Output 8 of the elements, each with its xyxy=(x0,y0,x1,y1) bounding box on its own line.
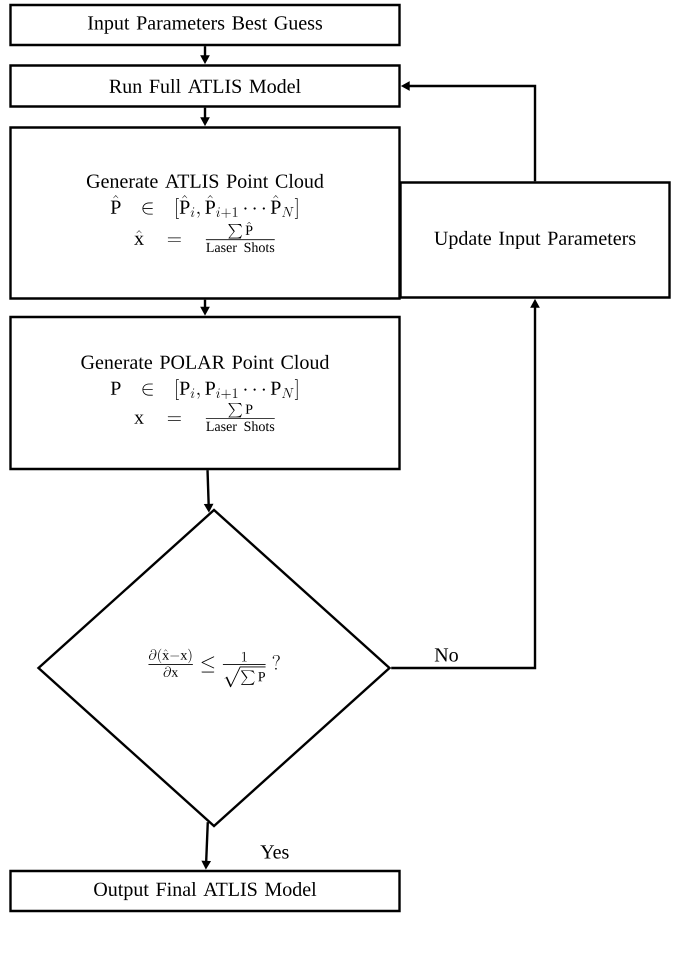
process-box: Run Full ATLIS Model xyxy=(9,64,401,108)
process-box: Output Final ATLIS Model xyxy=(9,870,401,912)
process-box: Generate ATLIS Point Cloud $\hat{\mathrm{P}} \in [\hat{\mathrm{P}}_i, \hat{\mathrm{P}}_{i+1} \cdots \hat{\mathrm{P}}_N]$ $\hat{\mathrm{x}} = \frac{\sum \hat{\mathrm{P}}}{\text{Laser Shots}}$ xyxy=(9,126,401,300)
edge-label: Yes xyxy=(259,844,290,860)
process-box: Update Input Parameters xyxy=(399,181,671,299)
edge-label: No xyxy=(433,647,460,663)
process-box: Input Parameters Best Guess xyxy=(9,4,401,46)
process-box: Generate POLAR Point Cloud $\mathrm{P} \in [\mathrm{P}_i, \mathrm{P}_{i+1} \cdots \mathrm{P}_N]$ $\mathrm{x} = \frac{\sum \mathrm{P}}{\text{Laser Shots}}$ xyxy=(9,316,401,470)
